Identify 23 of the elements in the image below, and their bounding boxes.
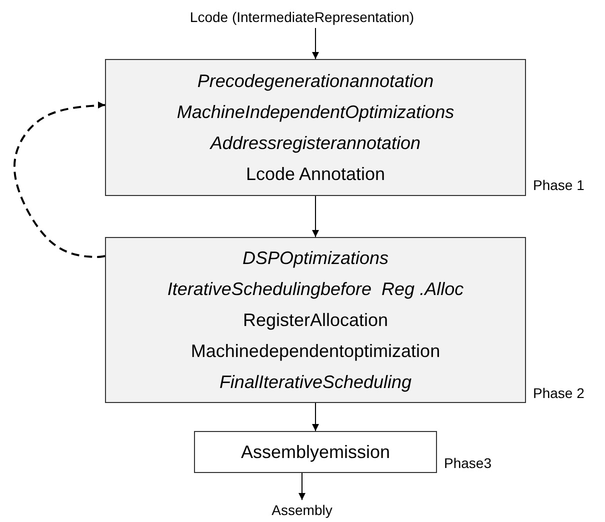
process-box	[105, 237, 526, 403]
feedback-arrow	[13, 102, 106, 258]
step-text: Lcode Annotation	[246, 162, 386, 186]
step-text: Machinedependentoptimization	[190, 340, 440, 363]
process-box	[105, 59, 526, 196]
arrow	[312, 28, 319, 60]
step-text: FinalIterativeScheduling	[219, 370, 412, 394]
step-text: IterativeSchedulingbefore Reg .Alloc	[167, 278, 464, 301]
arrow	[312, 402, 319, 432]
step-text: Addressregisterannotation	[210, 132, 421, 155]
arrow	[312, 196, 319, 238]
step-text: MachineIndependentOptimizations	[176, 100, 454, 124]
phase-label: Phase 2	[533, 385, 584, 401]
step-text: Assemblyemission	[240, 440, 390, 464]
step-text: RegisterAllocation	[242, 308, 388, 332]
flow-label: Lcode (IntermediateRepresentation)	[190, 8, 414, 26]
process-box	[194, 431, 437, 473]
step-text: DSPOptimizations	[242, 246, 389, 270]
step-text: Precodegenerationannotation	[197, 70, 434, 93]
phase-label: Phase 1	[533, 177, 584, 193]
arrow	[298, 472, 306, 500]
phase-label: Phase3	[444, 455, 492, 471]
flow-label: Assembly	[272, 501, 332, 519]
